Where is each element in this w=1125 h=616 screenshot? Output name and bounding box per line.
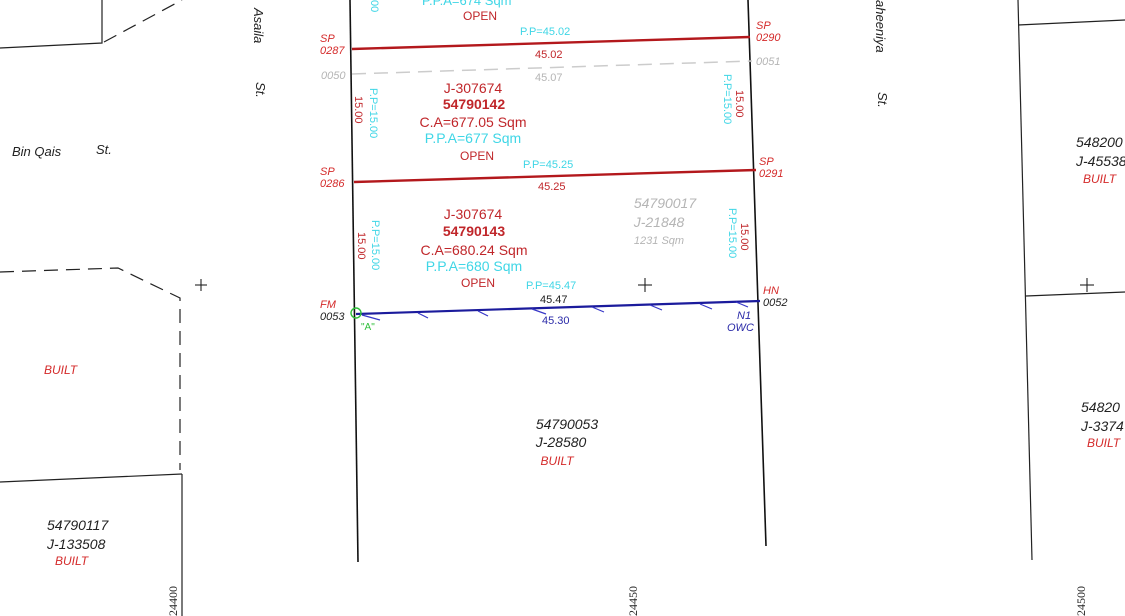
point-id: 0050 — [321, 70, 346, 82]
point-id: 0053 — [320, 311, 345, 323]
parcel-job: J-133508 — [46, 536, 106, 552]
parcel-ca: C.A=677.05 Sqm — [419, 114, 526, 130]
parcel-ca: C.A=680.24 Sqm — [420, 242, 527, 258]
marker-label: OWC — [727, 322, 754, 334]
status-label: OPEN — [463, 9, 497, 23]
parcel-54820-bottom[interactable]: 54820 J-3374 BUILT — [1080, 399, 1124, 450]
street-label-aheeniya: aheeniya — [873, 0, 888, 53]
side-label: 00 — [368, 0, 380, 12]
point-type: SP — [759, 156, 774, 168]
street-label-bin-qais: Bin Qais — [12, 144, 62, 159]
old-boundary-dashed — [351, 60, 753, 75]
grid-label: 24500 — [1074, 586, 1088, 616]
point-id: 0291 — [759, 168, 783, 180]
grid-crosshairs — [195, 278, 1094, 292]
point-type: HN — [763, 285, 779, 297]
point-type: FM — [320, 299, 337, 311]
parcel-id: 54790053 — [536, 416, 599, 432]
parcel-job: J-45538 — [1075, 153, 1125, 169]
parcel-id: 54790117 — [47, 517, 109, 533]
parcel-status: OPEN — [461, 276, 495, 290]
point-id: 0286 — [320, 178, 345, 190]
control-point-label: "A" — [361, 322, 375, 333]
side-dim: 15.00 — [355, 232, 367, 260]
parcel-status: OPEN — [460, 149, 494, 163]
dimension-pp: P.P=45.47 — [526, 280, 576, 292]
side-pp: P.P=15.00 — [721, 74, 733, 124]
dimension-old: 45.07 — [535, 72, 563, 84]
dimension: 45.02 — [535, 49, 563, 61]
parcel-job: J-28580 — [535, 434, 587, 450]
ppa-label: P.P.A=674 Sqm — [422, 0, 512, 8]
blue-hatches — [361, 301, 749, 321]
point-id: 0051 — [756, 56, 780, 68]
parcel-id: 54790017 — [634, 195, 698, 211]
parcel-54790143[interactable]: J-307674 54790143 C.A=680.24 Sqm P.P.A=6… — [420, 206, 527, 290]
parcel-status: BUILT — [44, 363, 79, 377]
parcel-job: J-307674 — [444, 206, 503, 222]
boundary-line-blue — [355, 299, 761, 316]
parcel-status: BUILT — [1083, 172, 1118, 186]
boundary-line-top — [351, 35, 751, 51]
parcel-status: BUILT — [55, 554, 90, 568]
grid-label: 24400 — [166, 586, 180, 616]
parcel-54790142[interactable]: J-307674 54790142 C.A=677.05 Sqm P.P.A=6… — [419, 80, 526, 163]
side-pp: P.P=15.00 — [726, 208, 738, 258]
point-id: 0290 — [756, 32, 781, 44]
parcel-id: 54790143 — [443, 223, 506, 239]
dimension: 45.25 — [538, 181, 566, 193]
dimension-blue: 45.30 — [542, 315, 570, 327]
parcel-area: 1231 Sqm — [634, 235, 684, 247]
point-id: 0052 — [763, 297, 787, 309]
street-label-asaila: Asaila — [251, 7, 266, 43]
parcel-job: J-307674 — [444, 80, 503, 96]
west-boundaries — [0, 0, 183, 616]
parcel-job: J-21848 — [633, 214, 685, 230]
side-dim: 15.00 — [352, 96, 364, 124]
parcel-54790017[interactable]: 54790017 J-21848 1231 Sqm — [633, 195, 698, 247]
dimension-pp: P.P=45.02 — [520, 26, 570, 38]
grid-label: 24450 — [626, 586, 640, 616]
point-type: SP — [756, 20, 771, 32]
side-dim: 15.00 — [733, 90, 745, 118]
point-type: SP — [320, 166, 335, 178]
parcel-id: 54790142 — [443, 96, 506, 112]
street-label-bin-qais-st: St. — [96, 142, 112, 157]
street-label-asaila-st: St. — [253, 82, 268, 98]
parcel-54790117[interactable]: 54790117 J-133508 BUILT — [46, 517, 109, 568]
parcel-54790053[interactable]: 54790053 J-28580 BUILT — [535, 416, 599, 468]
dimension-pp: P.P=45.25 — [523, 159, 573, 171]
side-pp: P.P=15.00 — [369, 220, 381, 270]
point-type: SP — [320, 33, 335, 45]
parcel-id: 54820 — [1081, 399, 1120, 415]
parcel-status: BUILT — [540, 454, 575, 468]
east-boundaries — [1017, 0, 1125, 561]
control-point-marker[interactable] — [350, 307, 362, 319]
main-boundaries — [349, 0, 767, 563]
parcel-id: 548200 — [1076, 134, 1123, 150]
parcel-ppa: P.P.A=680 Sqm — [426, 258, 522, 274]
parcel-548200-top[interactable]: 548200 J-45538 BUILT — [1075, 134, 1125, 186]
marker-label: N1 — [737, 310, 751, 322]
parcel-job: J-3374 — [1080, 418, 1124, 434]
boundary-line-mid — [353, 168, 757, 184]
side-dim: 15.00 — [738, 223, 750, 251]
point-id: 0287 — [320, 45, 345, 57]
parcel-ppa: P.P.A=677 Sqm — [425, 130, 521, 146]
side-pp: P.P=15.00 — [367, 88, 379, 138]
parcel-status: BUILT — [1087, 436, 1122, 450]
street-label-aheeniya-st: St. — [875, 92, 890, 108]
dimension: 45.47 — [540, 294, 568, 306]
